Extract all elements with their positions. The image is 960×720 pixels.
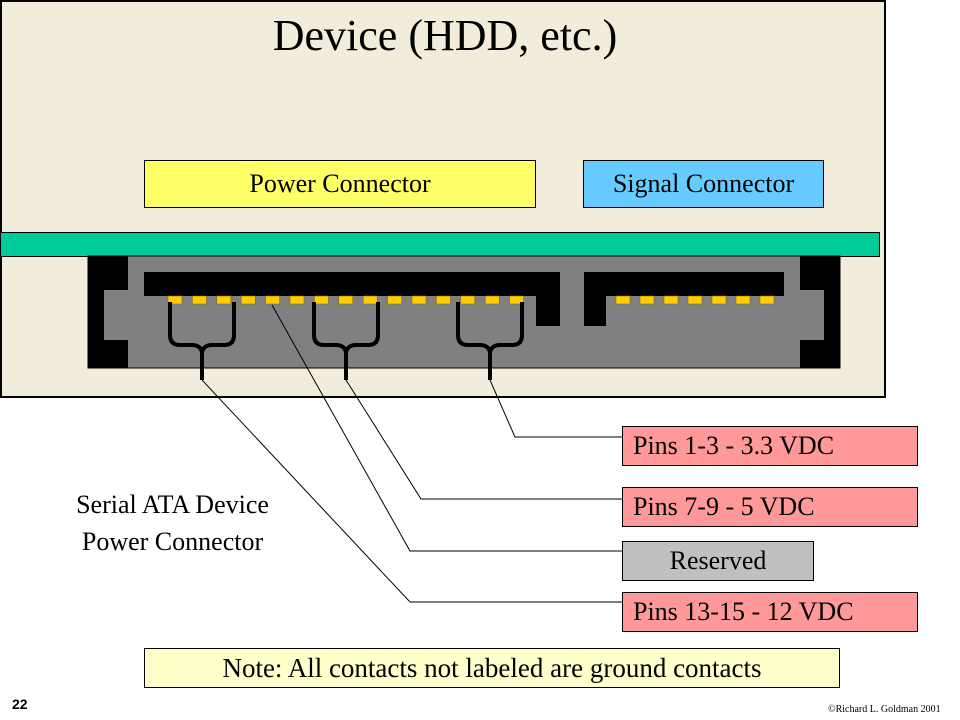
label-pins-13-15: Pins 13-15 - 12 VDC (622, 592, 918, 632)
power-slot (144, 272, 560, 326)
power-contact (411, 295, 427, 305)
leader-reserved (271, 304, 622, 552)
caption-line-2: Power Connector (81, 527, 264, 556)
signal-contact (711, 295, 727, 305)
signal-contact (639, 295, 655, 305)
device-title: Device (HDD, etc.) (272, 11, 618, 60)
signal-contacts (615, 295, 775, 305)
slide-number: 22 (12, 696, 28, 712)
label-reserved: Reserved (622, 541, 814, 581)
power-contact (192, 295, 207, 305)
power-contact (265, 295, 280, 305)
diagram-caption: Serial ATA Device Power Connector (40, 486, 305, 560)
circuit-board (0, 232, 880, 257)
leader-pins-7-9 (345, 379, 622, 500)
power-contact (338, 295, 354, 305)
signal-contact (735, 295, 751, 305)
signal-contact (759, 295, 775, 305)
note-box: Note: All contacts not labeled are groun… (144, 648, 840, 688)
leader-pins-1-3 (489, 379, 622, 438)
power-contacts (167, 295, 524, 305)
power-contact (167, 295, 183, 305)
signal-contact (687, 295, 703, 305)
signal-slot (584, 272, 784, 326)
leader-pins-13-15 (201, 379, 622, 603)
power-contact (216, 295, 232, 305)
power-contact (314, 295, 329, 305)
copyright: ©Richard L. Goldman 2001 (828, 704, 941, 715)
power-contact (484, 295, 500, 305)
left-key (88, 256, 128, 368)
right-key (800, 256, 840, 368)
power-contact (240, 295, 256, 305)
power-contact (436, 295, 451, 305)
brace-pins-13-15 (168, 302, 236, 380)
signal-contact (663, 295, 679, 305)
signal-connector-label: Signal Connector (583, 160, 824, 208)
brace-pins-7-9 (312, 302, 380, 380)
brace-pins-1-3 (456, 302, 524, 380)
power-contact (460, 295, 476, 305)
power-contact (362, 295, 378, 305)
power-contact (387, 295, 402, 305)
power-contact (509, 295, 524, 305)
power-connector-label: Power Connector (144, 160, 536, 208)
label-pins-7-9: Pins 7-9 - 5 VDC (622, 487, 918, 527)
label-pins-1-3: Pins 1-3 - 3.3 VDC (622, 426, 918, 466)
signal-contact (615, 295, 631, 305)
caption-line-1: Serial ATA Device (76, 490, 269, 519)
power-contact (289, 295, 305, 305)
